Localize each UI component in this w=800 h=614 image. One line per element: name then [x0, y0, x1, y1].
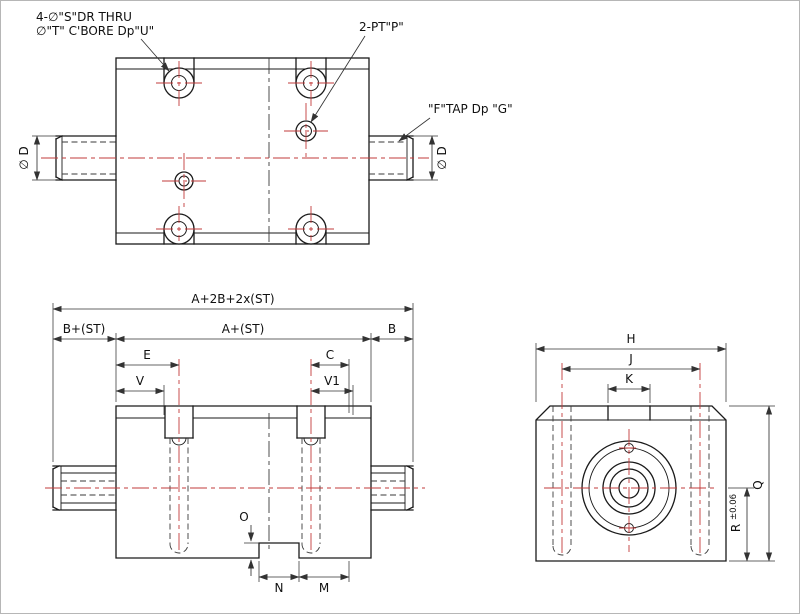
port-note-label: 2-PT"P" — [359, 20, 404, 34]
tap-note-label: "F"TAP Dp "G" — [428, 102, 513, 116]
dim-dia-d-right: ∅ D — [413, 135, 449, 181]
drill-note-line1: 4-∅"S"DR THRU — [36, 10, 132, 24]
drill-note: 4-∅"S"DR THRU ∅"T" C'BORE Dp"U" — [36, 10, 170, 72]
dim-c-label: C — [326, 348, 334, 362]
side-view: H J K Q R ±0.06 — [535, 332, 775, 562]
front-view-body — [115, 405, 372, 559]
dim-r-label: R — [729, 524, 743, 532]
dim-h-label: H — [626, 332, 635, 346]
front-view-dimensions: A+2B+2x(ST) B+(ST) A+(ST) B E C V V1 O N — [52, 292, 414, 595]
dim-overall-label: A+2B+2x(ST) — [191, 292, 274, 306]
front-view: A+2B+2x(ST) B+(ST) A+(ST) B E C V V1 O N — [45, 292, 425, 595]
dim-j-label: J — [628, 352, 633, 366]
dim-dia-d-right-label: ∅ D — [435, 146, 449, 170]
side-view-dimensions: H J K Q R ±0.06 — [535, 332, 775, 562]
threaded-rod-left-front — [52, 465, 117, 511]
dim-dia-d-left-label: ∅ D — [17, 146, 31, 170]
dim-k-label: K — [625, 372, 634, 386]
tap-note: "F"TAP Dp "G" — [398, 102, 513, 142]
top-view-body — [115, 57, 370, 245]
dim-q-label: Q — [751, 480, 765, 489]
top-view: ∅ D ∅ D 4-∅"S"DR THRU ∅"T" C'BORE Dp"U" … — [17, 10, 513, 245]
dim-o-label: O — [239, 510, 248, 524]
corner-mounting-holes — [163, 57, 327, 245]
top-view-centerlines — [41, 61, 429, 241]
dim-v1-label: V1 — [324, 374, 340, 388]
dim-a-st-label: A+(ST) — [222, 322, 265, 336]
dim-n-label: N — [275, 581, 284, 595]
drill-note-line2: ∅"T" C'BORE Dp"U" — [36, 24, 154, 38]
front-view-centerlines — [45, 359, 425, 553]
port-note: 2-PT"P" — [310, 20, 404, 123]
side-view-body — [535, 405, 727, 562]
dim-v-label: V — [136, 374, 145, 388]
mounting-slot-right — [296, 405, 326, 554]
dim-b-label: B — [388, 322, 396, 336]
dim-r-tolerance-label: ±0.06 — [729, 494, 739, 520]
dim-m-label: M — [319, 581, 329, 595]
dim-e-label: E — [143, 348, 151, 362]
dim-b-st-label: B+(ST) — [63, 322, 106, 336]
side-view-centerlines — [544, 363, 717, 553]
dim-dia-d-left: ∅ D — [17, 135, 56, 181]
